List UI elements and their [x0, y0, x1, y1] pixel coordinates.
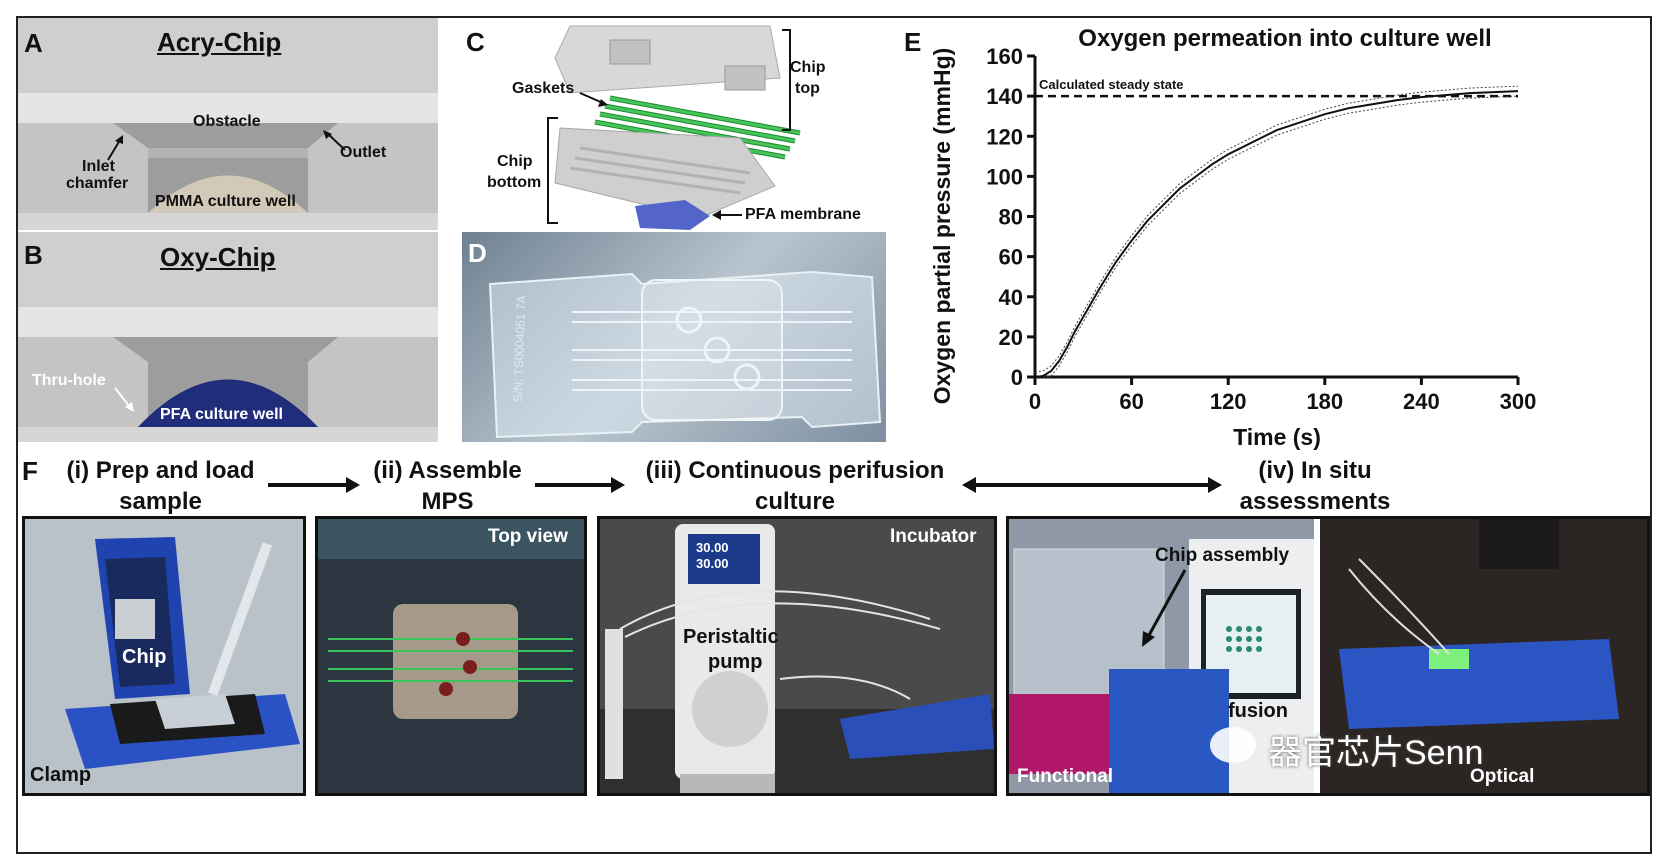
chip-assembly-arrow	[1142, 569, 1187, 647]
photo-in-situ	[1006, 516, 1650, 796]
step-4-line2: assessments	[1239, 488, 1391, 515]
panel-a-render	[18, 18, 438, 230]
x-tick-label-5: 300	[1500, 389, 1537, 414]
x-tick-label-3: 180	[1306, 389, 1343, 414]
clamp-render	[25, 519, 303, 793]
step-1-title: (i) Prep and load sample	[48, 455, 273, 517]
chart-y-label: Oxygen partial pressure (mmHg)	[929, 48, 955, 405]
panel-d-letter: D	[468, 238, 487, 268]
step-2-title: (ii) Assemble MPS	[355, 455, 540, 517]
chart-title: Oxygen permeation into culture well	[1078, 25, 1491, 52]
panel-f-letter: F	[22, 456, 38, 486]
label-outlet: Outlet	[340, 144, 387, 161]
in-situ-render	[1009, 519, 1647, 793]
step-2-line2: MPS	[421, 488, 474, 515]
label-gaskets: Gaskets	[512, 80, 575, 97]
chart-x-label: Time (s)	[1233, 424, 1321, 450]
y-tick-label-7: 140	[986, 84, 1023, 109]
photo-incubator	[597, 516, 997, 796]
series-0-line	[1034, 90, 1519, 378]
assembly-top-render	[318, 519, 584, 793]
label-optical: Optical	[1470, 766, 1535, 787]
step-3-line1: (iii) Continuous perifusion	[645, 457, 945, 484]
label-obstacle: Obstacle	[193, 113, 261, 130]
label-incubator: Incubator	[890, 526, 977, 547]
label-peristaltic: Peristaltic	[683, 626, 779, 648]
panel-b-title: Oxy-Chip	[160, 242, 276, 272]
label-top-view: Top view	[488, 526, 568, 547]
panel-c-letter: C	[466, 27, 485, 57]
series-0-lower-band	[1035, 95, 1519, 378]
oxygen-permeation-chart: Oxygen permeation into culture well Time…	[929, 25, 1537, 450]
step-4-title: (iv) In situ assessments	[1225, 455, 1405, 517]
label-clamp: Clamp	[30, 764, 92, 786]
label-chamfer: chamfer	[66, 175, 129, 192]
y-tick-label-0: 0	[1011, 365, 1023, 390]
figure-frame	[16, 16, 1652, 854]
watermark-text: 器官芯片Senn	[1268, 734, 1484, 772]
label-chip-bottom-1: Chip	[497, 153, 533, 170]
label-pmma-well: PMMA culture well	[155, 193, 296, 210]
pump-lcd-value-1: 30.00	[696, 540, 729, 555]
y-tick-label-1: 20	[999, 325, 1023, 350]
x-tick-label-1: 60	[1119, 389, 1143, 414]
label-thru-hole: Thru-hole	[32, 372, 106, 389]
series-0-upper-band	[1034, 85, 1519, 373]
label-chip-top-1: Chip	[790, 59, 826, 76]
label-chip-photo: Chip	[122, 646, 167, 668]
watermark-icon	[1210, 727, 1256, 763]
panel-b-render	[18, 232, 438, 442]
photo-top-view	[315, 516, 587, 796]
label-chip-bottom-2: bottom	[487, 174, 542, 191]
panel-a-arrows	[107, 130, 346, 161]
y-tick-label-4: 80	[999, 205, 1023, 230]
step-2-line1: (ii) Assemble	[373, 457, 522, 484]
panel-b-letter: B	[24, 240, 43, 270]
step-1-line2: sample	[119, 488, 202, 515]
label-pump: pump	[708, 651, 763, 673]
acry-chip-render	[18, 18, 438, 230]
label-inlet: Inlet	[82, 158, 115, 175]
pump-lcd-value-2: 30.00	[696, 556, 729, 571]
steady-state-label: Calculated steady state	[1039, 77, 1184, 92]
step-1-line1: (i) Prep and load	[66, 457, 255, 484]
x-tick-label-2: 120	[1210, 389, 1247, 414]
panel-d-photo	[462, 232, 886, 442]
chip-photo-render	[488, 270, 882, 439]
x-tick-label-4: 240	[1403, 389, 1440, 414]
step-3-line2: culture	[754, 488, 835, 515]
incubator-render	[600, 519, 994, 793]
y-tick-label-8: 160	[986, 44, 1023, 69]
step-3-title: (iii) Continuous perifusion culture	[620, 455, 970, 517]
y-tick-label-2: 40	[999, 285, 1023, 310]
panel-e-letter: E	[904, 27, 922, 57]
label-perifusion-machine: fusion	[1228, 700, 1288, 722]
workflow-arrows	[268, 477, 1222, 493]
x-tick-label-0: 0	[1029, 389, 1041, 414]
oxy-chip-render	[18, 232, 438, 442]
step-4-line1: (iv) In situ	[1258, 457, 1372, 484]
y-tick-label-3: 60	[999, 245, 1023, 270]
label-chip-assembly: Chip assembly	[1155, 545, 1290, 566]
panel-a-title: Acry-Chip	[157, 27, 282, 57]
label-chip-top-2: top	[795, 80, 820, 97]
panel-a-letter: A	[24, 28, 43, 58]
label-pfa-well: PFA culture well	[160, 406, 283, 423]
panel-c-exploded-view	[547, 25, 801, 230]
label-pfa-membrane: PFA membrane	[745, 206, 861, 223]
label-functional: Functional	[1017, 766, 1114, 787]
y-tick-label-6: 120	[986, 124, 1023, 149]
panel-b-arrow	[114, 387, 134, 412]
photo-prep-load	[22, 516, 306, 796]
y-tick-label-5: 100	[986, 164, 1023, 189]
